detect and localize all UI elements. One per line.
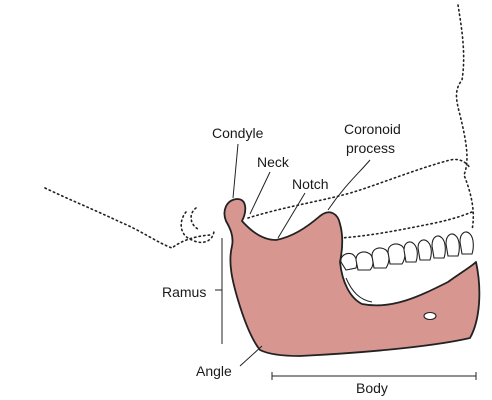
skull-outline [44, 4, 475, 249]
label-body: Body [356, 380, 388, 396]
skull-tmj-circle [180, 211, 215, 244]
label-notch: Notch [292, 176, 329, 192]
mental-foramen [423, 311, 437, 321]
label-coronoid: Coronoid [344, 121, 401, 137]
tooth-2 [355, 251, 374, 271]
skull-zygomatic-arch [44, 187, 211, 249]
coronoid-leader [327, 159, 371, 211]
label-process: process [346, 140, 395, 156]
skull-maxilla-line [339, 211, 473, 239]
ramus-bracket [215, 238, 223, 344]
body-bracket [271, 372, 477, 380]
teeth-row [340, 231, 474, 271]
tooth-7 [431, 235, 446, 259]
neck-leader [249, 171, 271, 215]
skull-tmj-inner [190, 207, 201, 231]
notch-leader [277, 192, 306, 239]
tooth-1 [340, 252, 358, 271]
tooth-3 [371, 247, 390, 269]
angle-leader [239, 345, 263, 367]
label-angle: Angle [196, 363, 232, 379]
skull-upper-jaw [247, 158, 471, 219]
tooth-4 [387, 243, 406, 265]
condyle-leader [232, 143, 239, 199]
mandible-inner-line [345, 277, 373, 303]
label-neck: Neck [257, 154, 290, 170]
tooth-6 [417, 239, 432, 261]
tooth-5 [403, 241, 418, 263]
tooth-9 [459, 231, 474, 255]
mandible-shape [223, 198, 481, 357]
label-condyle: Condyle [212, 125, 264, 141]
tooth-8 [445, 233, 460, 257]
skull-face-profile [455, 4, 475, 231]
label-ramus: Ramus [162, 284, 206, 300]
